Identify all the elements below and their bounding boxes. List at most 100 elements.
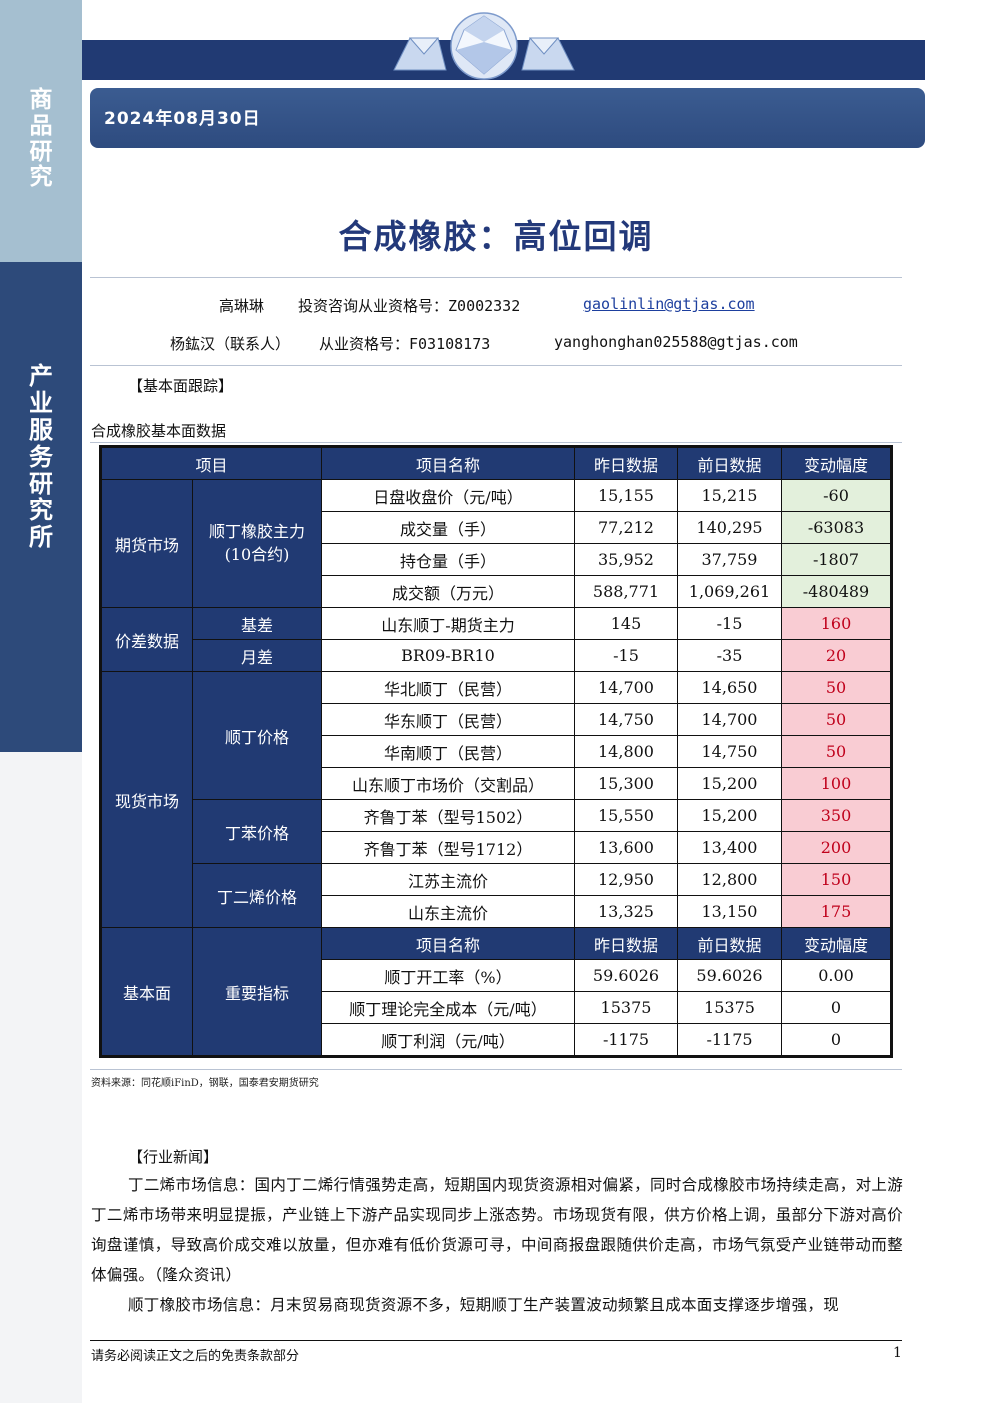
row-change: 200: [781, 831, 892, 864]
sidebar-label-commodity-research: 商品研究: [29, 87, 53, 191]
row-name: 华南顺丁（民营）: [321, 735, 575, 768]
news-paragraph-br: 顺丁橡胶市场信息：月末贸易商现货资源不多，短期顺丁生产装置波动频繁且成本面支撑逐…: [128, 1296, 840, 1314]
row-yesterday: 59.6026: [574, 959, 678, 992]
group-futures-contract: 顺丁橡胶主力 (10合约): [192, 479, 322, 608]
table-bottom-divider: [90, 1069, 902, 1070]
row-change: -63083: [781, 511, 892, 544]
row-name: 顺丁开工率（%）: [321, 959, 575, 992]
row-change: 0.00: [781, 959, 892, 992]
row-name: 齐鲁丁苯（型号1502）: [321, 799, 575, 832]
section-news: 【行业新闻】: [128, 1148, 219, 1166]
table-row: 期货市场 顺丁橡胶主力 (10合约) 日盘收盘价（元/吨） 15,155 15,…: [100, 479, 892, 608]
subheader-yesterday: 昨日数据: [574, 927, 678, 960]
author-2-name: 杨鈜汉（联系人）: [170, 335, 291, 353]
subheader-item-name: 项目名称: [321, 927, 575, 960]
author-1-email-link[interactable]: gaolinlin@gtjas.com: [583, 295, 755, 313]
table-row: 山东主流价 13,325 13,150 175: [101, 895, 892, 928]
sidebar-label-industry-service: 产业服务研究所: [29, 362, 53, 552]
table-row: 持仓量（手） 35,952 37,759 -1807: [101, 543, 892, 576]
row-before: 15,215: [677, 479, 782, 512]
row-yesterday: 77,212: [574, 511, 678, 544]
group-butadiene-price: 丁二烯价格: [192, 863, 322, 928]
group-key-indicators: 重要指标: [192, 927, 322, 1057]
author-1-qualification: 投资咨询从业资格号：Z0002332: [298, 297, 521, 315]
row-yesterday: 14,750: [574, 703, 678, 736]
group-spread: 价差数据: [100, 607, 193, 672]
row-name: 山东顺丁-期货主力: [321, 607, 575, 640]
row-before: 59.6026: [677, 959, 782, 992]
row-yesterday: -1175: [574, 1023, 678, 1057]
table-row: 华南顺丁（民营） 14,800 14,750 50: [101, 735, 892, 768]
row-before: 14,750: [677, 735, 782, 768]
author-2-qualification: 从业资格号：F03108173: [319, 335, 491, 353]
row-before: 37,759: [677, 543, 782, 576]
group-futures: 期货市场: [100, 479, 193, 608]
row-change: 100: [781, 767, 892, 800]
group-monthly: 月差: [192, 639, 322, 672]
row-yesterday: 588,771: [574, 575, 678, 608]
row-change: 50: [781, 735, 892, 768]
row-before: -1175: [677, 1023, 782, 1057]
row-name: 山东顺丁市场价（交割品）: [321, 767, 575, 800]
header-change: 变动幅度: [781, 446, 892, 480]
group-fundamental: 基本面: [100, 927, 193, 1057]
row-change: -60: [781, 479, 892, 512]
row-name: 齐鲁丁苯（型号1712）: [321, 831, 575, 864]
table-row: 丁苯价格 齐鲁丁苯（型号1502） 15,550 15,200 350: [101, 799, 892, 864]
row-name: 华东顺丁（民营）: [321, 703, 575, 736]
group-spot: 现货市场: [100, 671, 193, 928]
row-yesterday: 13,325: [574, 895, 678, 928]
row-before: -35: [677, 639, 782, 672]
table-subheader-row: 基本面 重要指标 项目名称 昨日数据 前日数据 变动幅度: [100, 927, 892, 1057]
row-before: 14,700: [677, 703, 782, 736]
footer-divider: [90, 1340, 902, 1341]
header-item-name: 项目名称: [321, 446, 575, 480]
report-date: 2024年08月30日: [104, 109, 261, 129]
row-yesterday: 35,952: [574, 543, 678, 576]
row-yesterday: 15,550: [574, 799, 678, 832]
row-yesterday: 15375: [574, 991, 678, 1024]
date-bar: [90, 88, 925, 148]
group-br-price: 顺丁价格: [192, 671, 322, 800]
subheader-change: 变动幅度: [781, 927, 892, 960]
row-yesterday: 14,800: [574, 735, 678, 768]
table-caption: 合成橡胶基本面数据: [91, 422, 227, 440]
author-1-name: 高琳琳: [219, 297, 265, 315]
row-name: 顺丁理论完全成本（元/吨）: [321, 991, 575, 1024]
table-row: 价差数据 基差 山东顺丁-期货主力 145 -15 160: [100, 607, 892, 672]
row-before: 14,650: [677, 671, 782, 704]
row-name: 江苏主流价: [321, 863, 575, 896]
table-row: 成交量（手） 77,212 140,295 -63083: [101, 511, 892, 544]
table-row: 山东顺丁市场价（交割品） 15,300 15,200 100: [101, 767, 892, 800]
table-source: 资料来源：同花顺iFinD，钢联，国泰君安期货研究: [91, 1078, 319, 1089]
row-change: 50: [781, 671, 892, 704]
row-change: 20: [781, 639, 892, 672]
footer-disclaimer: 请务必阅读正文之后的免责条款部分: [91, 1349, 300, 1364]
table-row: 月差 BR09-BR10 -15 -35 20: [101, 639, 892, 672]
row-change: 0: [781, 1023, 892, 1057]
row-change: 150: [781, 863, 892, 896]
table-row: 齐鲁丁苯（型号1712） 13,600 13,400 200: [101, 831, 892, 864]
header-before: 前日数据: [677, 446, 782, 480]
caption-divider: [90, 442, 902, 443]
row-change: 0: [781, 991, 892, 1024]
author-divider: [90, 365, 902, 366]
row-yesterday: 14,700: [574, 671, 678, 704]
header-yesterday: 昨日数据: [574, 446, 678, 480]
row-change: -480489: [781, 575, 892, 608]
row-change: 175: [781, 895, 892, 928]
table-header-row: 项目 项目名称 昨日数据 前日数据 变动幅度: [100, 446, 892, 480]
row-name: 成交额（万元）: [321, 575, 575, 608]
table-row: 华东顺丁（民营） 14,750 14,700 50: [101, 703, 892, 736]
group-basis: 基差: [192, 607, 322, 640]
diamond-logo-icon: [393, 12, 575, 80]
row-name: 山东主流价: [321, 895, 575, 928]
row-yesterday: -15: [574, 639, 678, 672]
row-before: 1,069,261: [677, 575, 782, 608]
row-name: 日盘收盘价（元/吨）: [321, 479, 575, 512]
row-before: 15,200: [677, 799, 782, 832]
row-name: 顺丁利润（元/吨）: [321, 1023, 575, 1057]
row-change: 350: [781, 799, 892, 832]
row-name: 持仓量（手）: [321, 543, 575, 576]
table-row: 顺丁利润（元/吨） -1175 -1175 0: [101, 1023, 892, 1057]
